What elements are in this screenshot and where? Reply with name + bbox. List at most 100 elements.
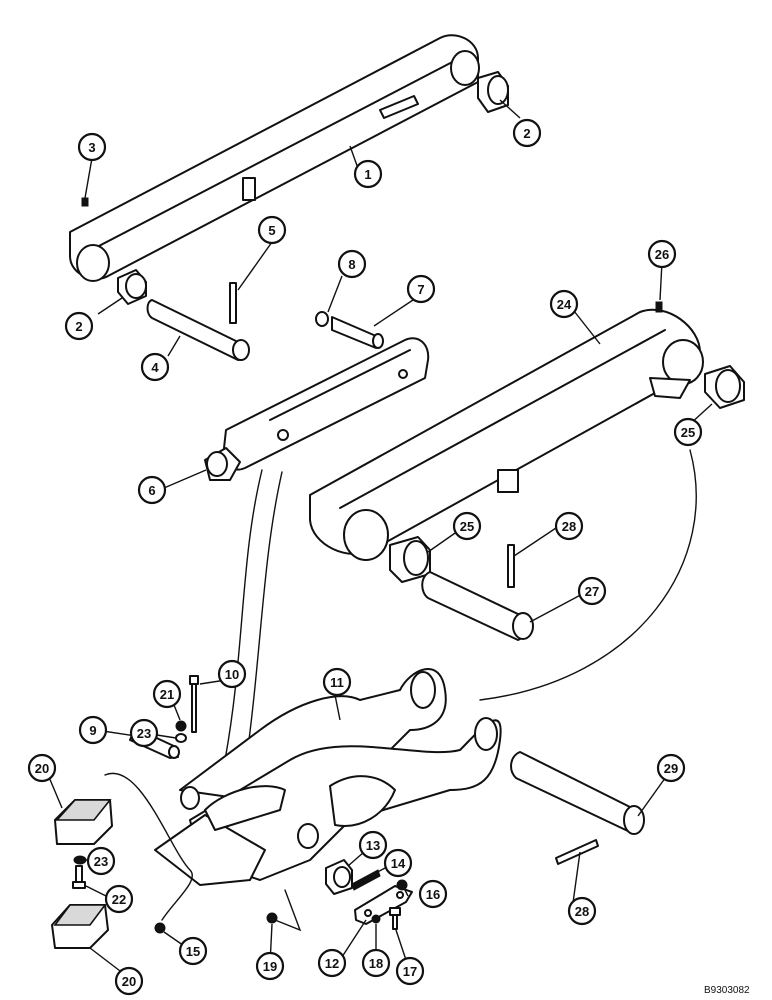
callout-6: 6 bbox=[137, 475, 167, 505]
callout-label: 1 bbox=[364, 167, 371, 182]
callout-7: 7 bbox=[406, 274, 436, 304]
callout-label: 9 bbox=[89, 723, 96, 738]
cylinder-pin-part bbox=[331, 316, 384, 349]
callout-label: 26 bbox=[655, 247, 669, 262]
grease-fitting-part bbox=[81, 197, 89, 207]
bolt-part bbox=[189, 675, 199, 733]
roll-pin-part bbox=[507, 544, 599, 865]
callout-25: 25 bbox=[673, 417, 703, 447]
callout-label: 21 bbox=[160, 687, 174, 702]
callout-label: 8 bbox=[348, 257, 355, 272]
guide-line bbox=[224, 469, 263, 761]
pin-part bbox=[146, 299, 250, 361]
callout-label: 2 bbox=[523, 126, 530, 141]
bolt-part bbox=[72, 865, 86, 889]
callout-28: 28 bbox=[567, 896, 597, 926]
callout-label: 15 bbox=[186, 944, 200, 959]
callout-label: 18 bbox=[369, 956, 383, 971]
callout-10: 10 bbox=[217, 659, 247, 689]
callout-label: 20 bbox=[35, 761, 49, 776]
callout-label: 28 bbox=[575, 904, 589, 919]
callout-label: 6 bbox=[148, 483, 155, 498]
callout-13: 13 bbox=[358, 830, 388, 860]
bushing-part bbox=[117, 71, 509, 305]
callout-18: 18 bbox=[361, 948, 391, 978]
hydraulic-cylinder-part bbox=[204, 337, 430, 481]
callout-label: 24 bbox=[557, 297, 572, 312]
callout-15: 15 bbox=[178, 936, 208, 966]
callout-1: 1 bbox=[353, 159, 383, 189]
callout-4: 4 bbox=[140, 352, 170, 382]
callout-14: 14 bbox=[383, 848, 413, 878]
callout-16: 16 bbox=[418, 879, 448, 909]
callout-label: 11 bbox=[330, 675, 344, 690]
callout-26: 26 bbox=[647, 239, 677, 269]
guide-line bbox=[244, 471, 283, 771]
callout-9: 9 bbox=[78, 715, 108, 745]
callout-28: 28 bbox=[554, 511, 584, 541]
callout-label: 16 bbox=[426, 887, 440, 902]
callout-label: 19 bbox=[263, 959, 277, 974]
lower-arm-part bbox=[309, 309, 704, 561]
bushing-part bbox=[325, 859, 353, 895]
guide-line bbox=[479, 449, 697, 701]
callout-24: 24 bbox=[549, 289, 579, 319]
callout-label: 4 bbox=[151, 360, 159, 375]
grease-fitting-part bbox=[655, 301, 663, 313]
callout-label: 10 bbox=[225, 667, 239, 682]
callout-label: 5 bbox=[268, 223, 275, 238]
callout-17: 17 bbox=[395, 956, 425, 986]
isolation-mount-part bbox=[51, 799, 113, 949]
callout-label: 12 bbox=[325, 956, 339, 971]
retaining-ring-part bbox=[315, 311, 329, 327]
plate-part bbox=[354, 885, 413, 925]
callout-label: 17 bbox=[403, 964, 417, 979]
callout-8: 8 bbox=[337, 249, 367, 279]
callout-label: 23 bbox=[94, 854, 108, 869]
callout-23: 23 bbox=[86, 846, 116, 876]
callout-label: 2 bbox=[75, 319, 82, 334]
callout-27: 27 bbox=[577, 576, 607, 606]
roll-pin-part bbox=[229, 282, 237, 324]
nut-part bbox=[154, 879, 408, 934]
callout-label: 28 bbox=[562, 519, 576, 534]
upper-arm-part bbox=[69, 34, 480, 282]
callout-19: 19 bbox=[255, 951, 285, 981]
callout-label: 29 bbox=[664, 761, 678, 776]
bushing-part bbox=[389, 365, 745, 583]
callout-label: 20 bbox=[122, 974, 136, 989]
leader-lines bbox=[45, 99, 713, 975]
bolt-part bbox=[389, 907, 401, 930]
callout-20: 20 bbox=[27, 753, 57, 783]
callout-25: 25 bbox=[452, 511, 482, 541]
pivot-pin-part bbox=[421, 571, 534, 641]
pivot-pin-part bbox=[510, 751, 645, 835]
callout-label: 14 bbox=[391, 856, 406, 871]
spring-part bbox=[351, 869, 381, 891]
nut-part bbox=[175, 720, 187, 732]
hose-line bbox=[274, 889, 302, 932]
hose-line bbox=[104, 772, 193, 921]
callout-label: 25 bbox=[681, 425, 695, 440]
callout-label: 3 bbox=[88, 140, 95, 155]
frame-mount-part bbox=[154, 668, 502, 886]
callout-3: 3 bbox=[77, 132, 107, 162]
callout-label: 22 bbox=[112, 892, 126, 907]
callout-23: 23 bbox=[129, 718, 159, 748]
callout-label: 27 bbox=[585, 584, 599, 599]
callout-label: 23 bbox=[137, 726, 151, 741]
callout-5: 5 bbox=[257, 215, 287, 245]
callout-12: 12 bbox=[317, 948, 347, 978]
callout-label: 13 bbox=[366, 838, 380, 853]
callout-11: 11 bbox=[322, 667, 352, 697]
callout-29: 29 bbox=[656, 753, 686, 783]
callout-label: 25 bbox=[460, 519, 474, 534]
callout-20: 20 bbox=[114, 966, 144, 996]
callout-21: 21 bbox=[152, 679, 182, 709]
figure-id: B9303082 bbox=[704, 985, 750, 996]
callout-2: 2 bbox=[64, 311, 94, 341]
callout-22: 22 bbox=[104, 884, 134, 914]
callout-label: 7 bbox=[417, 282, 424, 297]
